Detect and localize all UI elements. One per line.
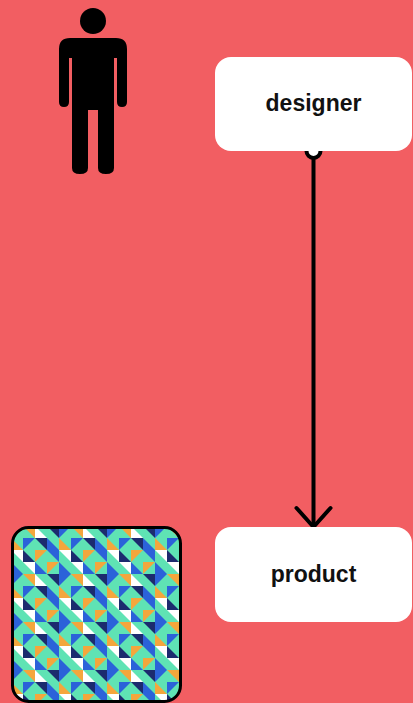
node-label: product (271, 561, 357, 589)
mosaic-pattern (11, 526, 182, 703)
process-box: designer (215, 57, 412, 151)
node-label: designer (266, 90, 362, 118)
process-box: product (215, 527, 412, 622)
person-icon (0, 0, 160, 190)
connector-arrow (297, 144, 331, 527)
